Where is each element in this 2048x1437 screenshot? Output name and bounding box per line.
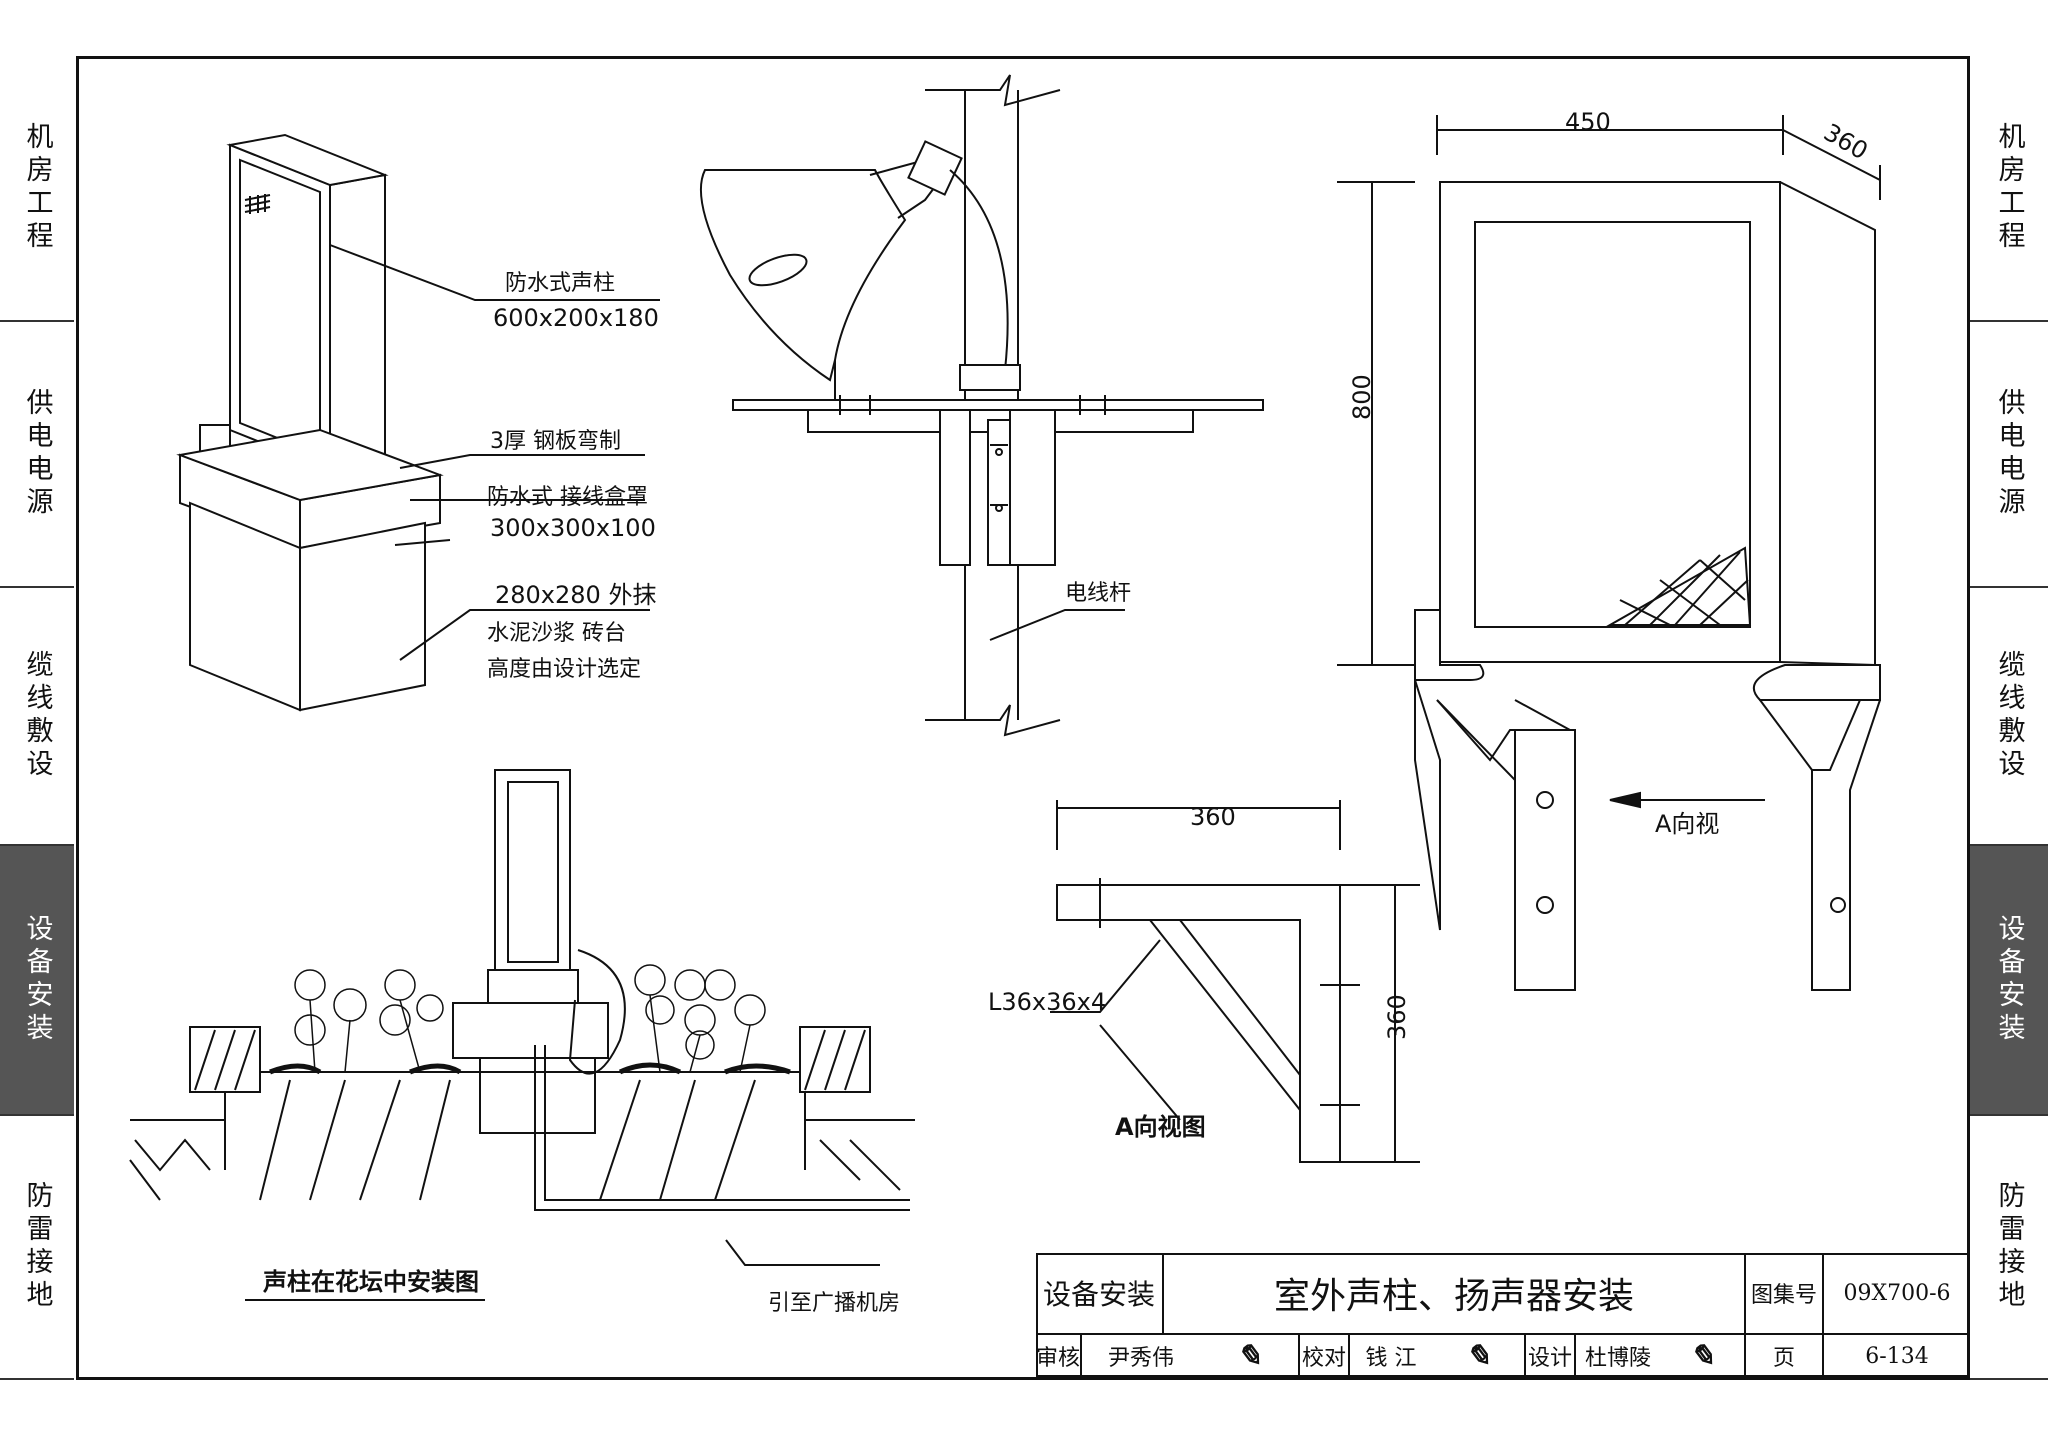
dim-360-top: 360: [1819, 118, 1873, 165]
dim-800: 800: [1348, 374, 1376, 420]
tb-reviewer: 尹秀伟: [1107, 1346, 1174, 1371]
section-tab-label: 机房工程: [1993, 122, 2025, 254]
section-tab-label: 供电电源: [21, 388, 53, 520]
section-tab-right-4[interactable]: 防雷接地: [1970, 1116, 2048, 1380]
tb-category: 设备安装: [1036, 1253, 1164, 1335]
label-pole: 电线杆: [1065, 581, 1131, 606]
sound-column-labels: 防水式声柱 600x200x180 3厚 钢板弯制 防水式 接线盒罩 300x3…: [487, 271, 659, 682]
tb-atlas-label: 图集号: [1746, 1253, 1824, 1335]
label-view-arrow: A向视: [1655, 810, 1719, 838]
section-tab-right-0[interactable]: 机房工程: [1970, 56, 2048, 322]
left-section-tabs: 机房工程供电电源缆线敷设设备安装防雷接地: [0, 56, 74, 1380]
tb-review-label: 审核: [1036, 1335, 1082, 1377]
tb-designer-signature: ✎: [1660, 1335, 1746, 1377]
horn-speaker-on-pole: [699, 74, 1264, 737]
a-view-bracket: [1050, 800, 1420, 1163]
dim-450: 450: [1565, 108, 1611, 136]
label-to-broadcast: 引至广播机房: [768, 1291, 900, 1316]
section-tab-left-0[interactable]: 机房工程: [0, 56, 74, 322]
title-block: 设备安装 室外声柱、扬声器安装 图集号 09X700-6 审核 尹秀伟 ✎ 校对…: [1036, 1253, 1970, 1377]
flowerbed-installation: [129, 769, 915, 1301]
label-platform-height: 高度由设计选定: [487, 657, 641, 682]
section-tab-left-2[interactable]: 缆线敷设: [0, 588, 74, 846]
tb-designer: 杜博陵: [1584, 1346, 1651, 1371]
section-tab-left-4[interactable]: 防雷接地: [0, 1116, 74, 1380]
label-flowerbed-title: 声柱在花坛中安装图: [262, 1268, 479, 1296]
dim-360-b: 360: [1383, 994, 1411, 1040]
right-section-tabs: 机房工程供电电源缆线敷设设备安装防雷接地: [1970, 56, 2048, 1380]
label-column-name: 防水式声柱: [505, 271, 615, 296]
tb-check-label: 校对: [1300, 1335, 1350, 1377]
tb-design-label: 设计: [1526, 1335, 1576, 1377]
section-tab-label: 设备安装: [1993, 914, 2025, 1046]
section-tab-label: 缆线敷设: [1993, 650, 2025, 782]
tb-atlas-no: 09X700-6: [1824, 1253, 1970, 1335]
tb-checker: 钱 江: [1365, 1346, 1417, 1371]
label-platform-material: 水泥沙浆 砖台: [487, 621, 626, 646]
section-tab-left-1[interactable]: 供电电源: [0, 322, 74, 588]
dim-360-a: 360: [1190, 803, 1236, 831]
tb-checker-signature: ✎: [1432, 1335, 1526, 1377]
label-view-a-title: A向视图: [1115, 1113, 1206, 1141]
tb-page-label: 页: [1746, 1335, 1824, 1377]
section-tab-label: 机房工程: [21, 122, 53, 254]
label-steel-plate: 3厚 钢板弯制: [490, 429, 621, 454]
section-tab-label: 供电电源: [1993, 388, 2025, 520]
wall-bracket-column: [1337, 115, 1881, 991]
label-angle-steel: L36x36x4: [988, 988, 1106, 1016]
section-tab-right-1[interactable]: 供电电源: [1970, 322, 2048, 588]
drawing-frame: [76, 56, 1970, 1380]
tb-title: 室外声柱、扬声器安装: [1164, 1253, 1746, 1335]
section-tab-label: 设备安装: [21, 914, 53, 1046]
label-column-size: 600x200x180: [493, 304, 659, 332]
sound-column-isometric: [176, 133, 660, 712]
label-junction-box-size: 300x300x100: [490, 514, 656, 542]
section-tab-label: 缆线敷设: [21, 650, 53, 782]
tb-reviewer-signature: ✎: [1200, 1335, 1300, 1377]
tb-page-no: 6-134: [1865, 1343, 1929, 1369]
section-tab-label: 防雷接地: [21, 1181, 53, 1313]
label-platform-size: 280x280 外抹: [495, 581, 656, 609]
section-tab-left-3[interactable]: 设备安装: [0, 846, 74, 1116]
section-tab-right-3[interactable]: 设备安装: [1970, 846, 2048, 1116]
label-junction-box: 防水式 接线盒罩: [487, 485, 648, 510]
section-tab-right-2[interactable]: 缆线敷设: [1970, 588, 2048, 846]
section-tab-label: 防雷接地: [1993, 1181, 2025, 1313]
